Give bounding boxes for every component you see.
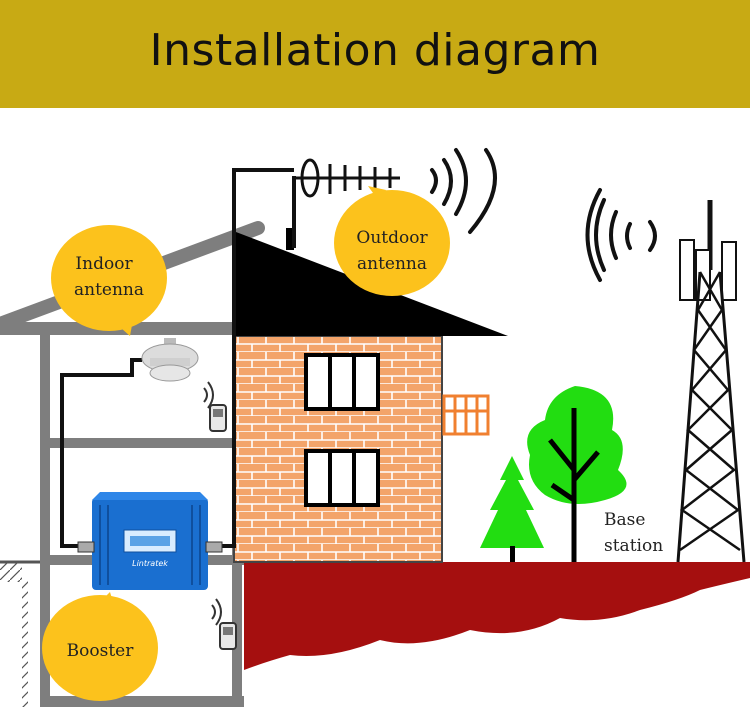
- booster-callout: Booster: [42, 592, 158, 701]
- svg-text:antenna: antenna: [357, 254, 427, 274]
- tower-signal-waves: [585, 188, 657, 282]
- phone-icon: [211, 598, 237, 650]
- svg-text:Booster: Booster: [67, 641, 135, 661]
- lower-window: [304, 449, 380, 507]
- outdoor-antenna-callout: Outdoor antenna: [334, 186, 450, 296]
- booster-brand: Lintratek: [132, 559, 168, 568]
- tree-large: [527, 386, 627, 562]
- outdoor-antenna: [292, 158, 400, 248]
- installation-scene: Lintratek Outdoor antenna Indoor antenna: [0, 148, 750, 707]
- phone-icon: [203, 381, 227, 432]
- outdoor-signal-waves: [430, 148, 497, 234]
- booster-unit: Lintratek: [77, 492, 223, 590]
- indoor-antenna-callout: Indoor antenna: [51, 225, 167, 336]
- svg-text:Outdoor: Outdoor: [356, 228, 428, 248]
- title-banner: Installation diagram: [0, 0, 750, 108]
- cell-tower: [676, 200, 746, 563]
- upper-window: [304, 353, 380, 411]
- indoor-antenna: [141, 338, 199, 382]
- page-title: Installation diagram: [149, 24, 601, 76]
- ground: [244, 562, 750, 670]
- svg-text:Indoor: Indoor: [75, 254, 133, 274]
- balcony-railing: [442, 394, 490, 436]
- base-station-label-line1: Base: [604, 510, 645, 530]
- tree-small: [480, 456, 544, 562]
- svg-text:antenna: antenna: [74, 280, 144, 300]
- foundation-hatch: [0, 560, 40, 707]
- coax-cable: [60, 168, 294, 548]
- base-station-label-line2: station: [604, 536, 663, 556]
